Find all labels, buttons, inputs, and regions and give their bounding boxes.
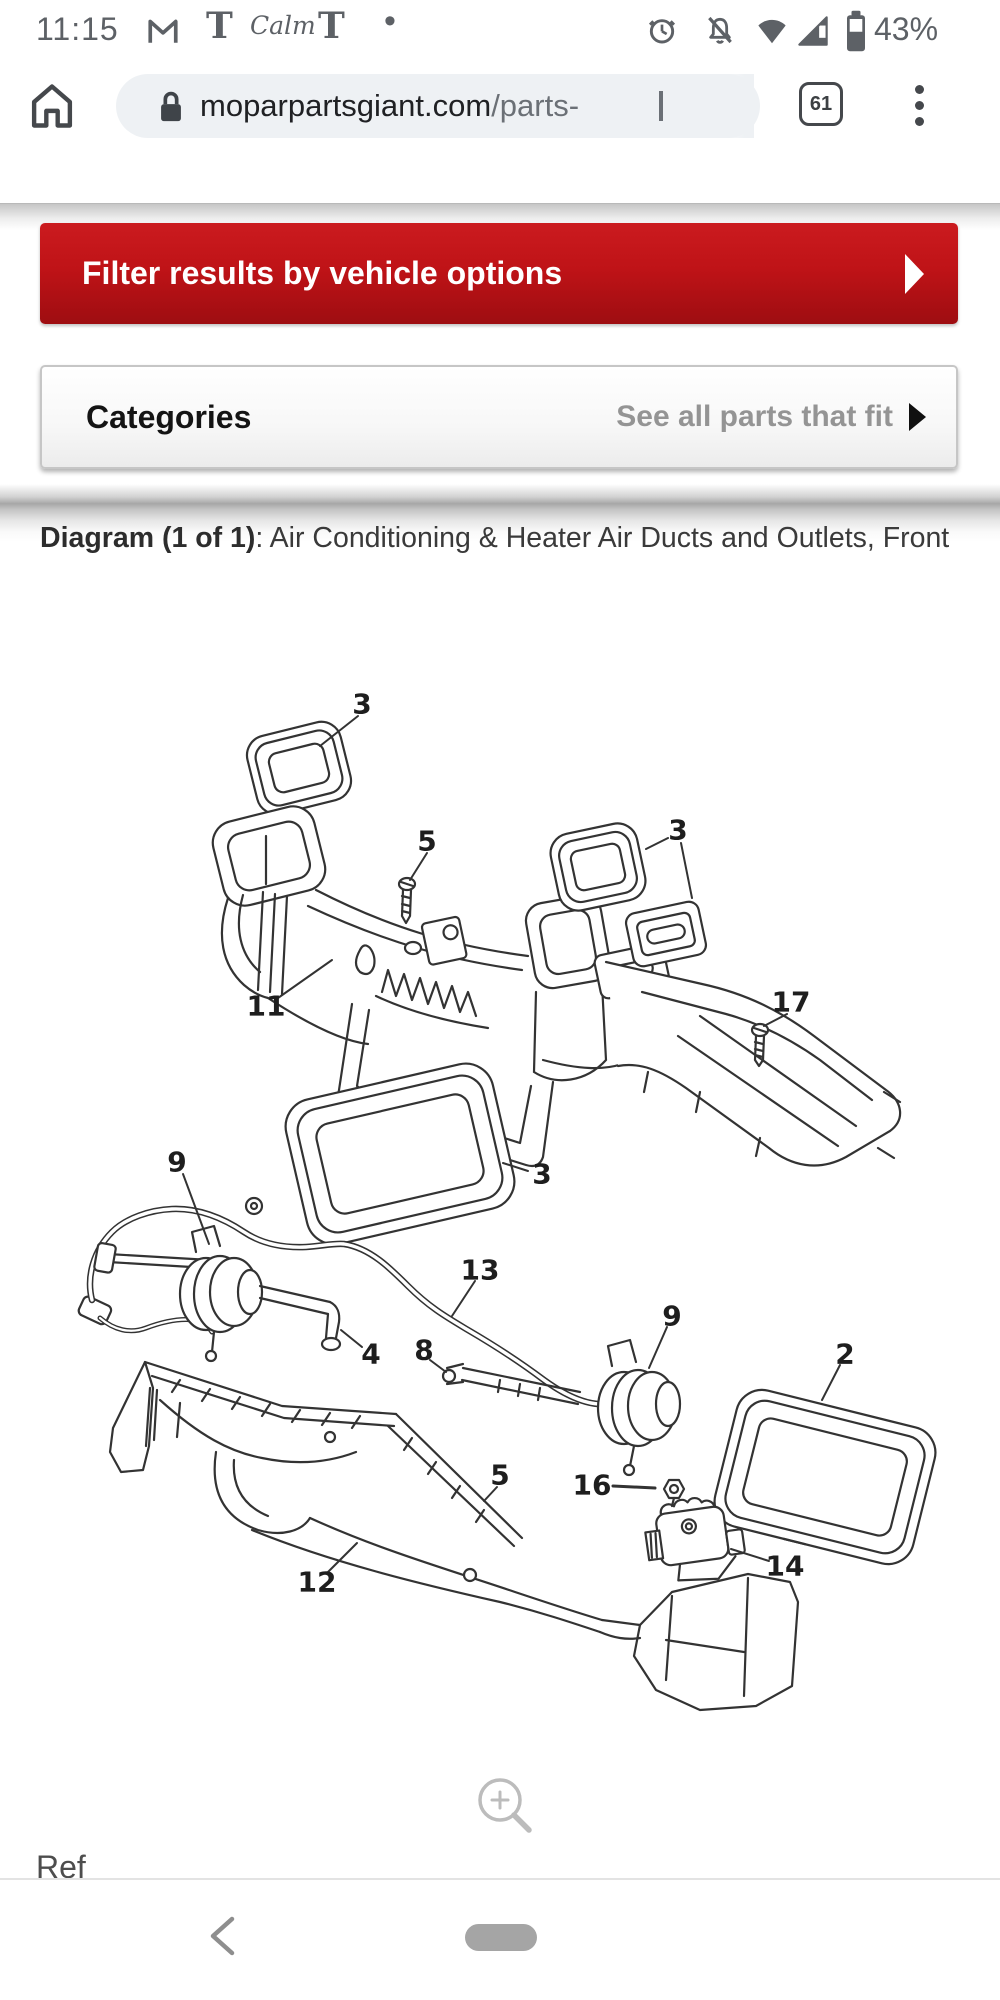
lock-icon[interactable] (154, 88, 188, 126)
part-label: 3 (668, 813, 688, 847)
parts-diagram-image[interactable]: 3 5 3 11 17 3 9 13 4 8 9 2 5 16 14 12 (0, 640, 1000, 1850)
home-pill[interactable] (465, 1924, 537, 1951)
wifi-icon (758, 19, 786, 44)
url-path: /parts- (491, 88, 580, 123)
part-label: 12 (297, 1565, 337, 1599)
menu-kebab-icon[interactable] (915, 85, 925, 126)
clipped-character (659, 91, 663, 121)
address-bar[interactable]: moparpartsgiant.com/parts- (116, 74, 760, 138)
alarm-icon (648, 19, 676, 44)
nyt-icon-2: T (318, 5, 345, 47)
diagram-name: : Air Conditioning & Heater Air Ducts an… (255, 522, 950, 554)
back-chevron-icon[interactable] (202, 1912, 244, 1960)
sticky-header-shadow (0, 484, 1000, 542)
ref-text-clipped: Ref (36, 1848, 256, 1878)
clock-time: 11:15 (36, 11, 119, 47)
battery-icon (847, 10, 865, 52)
notification-dot-icon: • (384, 2, 396, 40)
exploded-parts-drawing (77, 715, 937, 1833)
battery-percent: 43% (874, 11, 939, 47)
url-text: moparpartsgiant.com/parts- (200, 74, 745, 138)
diagram-title: Diagram (1 of 1): Air Conditioning & Hea… (40, 519, 980, 557)
gesture-nav-bar (0, 1880, 1000, 2000)
see-all-parts-label: See all parts that fit (616, 400, 893, 433)
see-all-parts-link[interactable]: See all parts that fit (616, 367, 926, 467)
part-label: 14 (765, 1549, 805, 1583)
categories-row[interactable]: Categories See all parts that fit (40, 365, 958, 469)
part-label: 3 (352, 687, 372, 721)
part-label: 5 (417, 824, 437, 858)
tab-switcher-button[interactable]: 61 (799, 82, 843, 126)
part-label: 11 (246, 989, 286, 1023)
part-label: 9 (167, 1145, 187, 1179)
part-label: 3 (532, 1157, 552, 1191)
part-label: 8 (414, 1333, 434, 1367)
filter-results-button[interactable]: Filter results by vehicle options (40, 223, 958, 324)
part-label: 13 (460, 1253, 500, 1287)
part-label: 4 (361, 1337, 381, 1371)
part-label: 17 (771, 985, 811, 1019)
status-bar: 11:15 T Calm T • 43% (0, 0, 1000, 60)
chevron-right-icon (909, 403, 926, 431)
gmail-icon (148, 19, 178, 43)
content-divider (0, 1878, 1000, 1880)
part-label: 16 (572, 1468, 612, 1502)
part-label: 9 (662, 1299, 682, 1333)
part-label: 5 (490, 1458, 510, 1492)
home-icon[interactable] (26, 80, 78, 132)
diagram-count: Diagram (1 of 1) (40, 522, 256, 554)
ref-label: Ref (36, 1849, 86, 1878)
cell-signal-icon (798, 16, 828, 46)
browser-toolbar: moparpartsgiant.com/parts- 61 (0, 60, 1000, 203)
chevron-right-icon (905, 253, 924, 294)
zoom-icon[interactable] (478, 1778, 532, 1833)
filter-results-label: Filter results by vehicle options (82, 255, 563, 291)
url-fade (708, 74, 754, 138)
notifications-off-icon (708, 16, 732, 44)
nyt-icon: T (206, 5, 233, 47)
url-host: moparpartsgiant.com (200, 88, 492, 123)
calm-icon: Calm (250, 11, 316, 40)
categories-title: Categories (86, 399, 252, 435)
part-label: 2 (835, 1337, 855, 1371)
